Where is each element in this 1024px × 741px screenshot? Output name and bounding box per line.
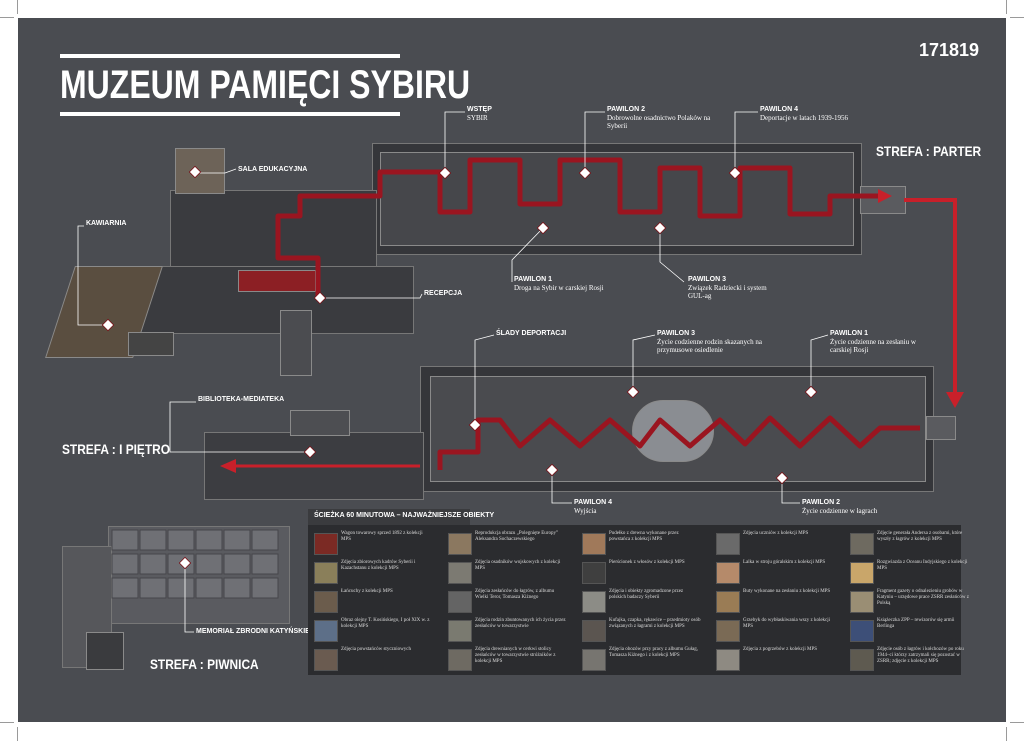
biblioteka-mediateka-room — [204, 432, 424, 500]
object-thumbnail — [314, 533, 338, 555]
object-thumbnail — [582, 620, 606, 642]
object-thumbnail — [582, 591, 606, 613]
legend-item: Zdjęcie generała Andersa z osobami, któr… — [844, 529, 972, 557]
crop-mark — [1006, 727, 1007, 741]
crop-mark — [1010, 17, 1024, 18]
object-thumbnail — [716, 562, 740, 584]
object-thumbnail — [850, 591, 874, 613]
pietro-entry-corridor — [926, 416, 956, 440]
object-thumbnail — [314, 562, 338, 584]
parter-office-block — [170, 190, 377, 268]
legend-item: Łańcuchy z kolekcji MPS — [308, 587, 436, 615]
legend-item: Zdjęcia i obiekty zgromadzone przez pols… — [576, 587, 704, 615]
legend-item: Zdjęcia drewnianych w cerkwi stolicy zes… — [442, 645, 570, 673]
object-thumbnail — [582, 533, 606, 555]
object-thumbnail — [448, 649, 472, 671]
label-memorial: MEMORIAŁ ZBRODNI KATYŃSKIEJ — [196, 628, 314, 635]
object-thumbnail — [716, 591, 740, 613]
label-recepcja: RECEPCJA — [424, 290, 463, 297]
crop-mark — [1010, 722, 1024, 723]
legend-item: Zdjęcia zesłańców do łagrów, z albumu Wi… — [442, 587, 570, 615]
object-thumbnail — [716, 533, 740, 555]
sala-edukacyjna-room — [175, 148, 225, 194]
object-thumbnail — [716, 620, 740, 642]
legend-item: Zdjęcia powstańców styczniowych — [308, 645, 436, 673]
object-thumbnail — [850, 620, 874, 642]
object-thumbnail — [448, 591, 472, 613]
parter-exit-corridor — [860, 186, 906, 214]
label-slady-deportacji: ŚLADY DEPORTACJI — [496, 330, 567, 337]
legend-item: Książeczka ZPP – rewizorów się armii Ber… — [844, 616, 972, 644]
legend-title: ŚCIEŻKA 60 MINUTOWA – NAJWAŻNIEJSZE OBIE… — [314, 512, 495, 519]
parter-service-room — [128, 332, 174, 356]
legend-item: Zdjęcia osadników wojskowych z kolekcji … — [442, 558, 570, 586]
page-title: MUZEUM PAMIĘCI SYBIRU — [60, 63, 471, 107]
legend-item: Zdjęcia zbiorowych kadrów Syberii i Kaza… — [308, 558, 436, 586]
legend-item: Lalka w stroju góralskim z kolekcji MPS — [710, 558, 838, 586]
biblioteka-annex — [290, 410, 350, 436]
crop-mark — [0, 17, 14, 18]
legend-item: Reprodukcja obrazu „Polegnięte Europy” A… — [442, 529, 570, 557]
legend-item: Zdjęcia uczniów z kolekcji MPS — [710, 529, 838, 557]
label-kawiarnia: KAWIARNIA — [86, 220, 127, 227]
legend-item: Zdjęcia obozów przy pracy z albumu Gułag… — [576, 645, 704, 673]
crop-mark — [17, 727, 18, 741]
legend-item: Buty wykonane na zesłaniu z kolekcji MPS — [710, 587, 838, 615]
legend-item: Zdjęcia rodzin zbuntowanych ich życia pr… — [442, 616, 570, 644]
poster-code: 171819 — [919, 40, 980, 60]
object-thumbnail — [582, 562, 606, 584]
parter-hall-interior — [380, 152, 854, 246]
crop-mark — [17, 0, 18, 14]
object-thumbnail — [850, 533, 874, 555]
piwnica-stair-room — [86, 632, 124, 670]
legend-item: Zdjęcie osób z łagrów i kołchozów po rok… — [844, 645, 972, 673]
title-rule-bottom — [60, 112, 400, 116]
legend-item: Fragment gazety o odnalezieniu grobów w … — [844, 587, 972, 615]
object-thumbnail — [850, 649, 874, 671]
label-sala-edukacyjna: SALA EDUKACYJNA — [238, 166, 308, 173]
object-thumbnail — [448, 620, 472, 642]
legend-item: Pierścionek z włosów z kolekcji MPS — [576, 558, 704, 586]
object-thumbnail — [850, 562, 874, 584]
legend-title-bar: ŚCIEŻKA 60 MINUTOWA – NAJWAŻNIEJSZE OBIE… — [308, 509, 494, 525]
object-thumbnail — [314, 620, 338, 642]
pietro-central-rotunda — [632, 400, 714, 462]
legend-panel: Wagon towarowy sprzed 1892 z kolekcji MP… — [308, 525, 969, 675]
object-thumbnail — [314, 649, 338, 671]
legend-item: Kufajka, czapka, rękawice – przedmioty o… — [576, 616, 704, 644]
recepcja-desk — [238, 270, 316, 292]
title-rule-top — [60, 54, 400, 58]
object-thumbnail — [314, 591, 338, 613]
legend-item: Zdjęcia z pogrzebów z kolekcji MPS — [710, 645, 838, 673]
legend-item: Grzebyk do wybłaskiwania wszy z kolekcji… — [710, 616, 838, 644]
crop-mark — [0, 722, 14, 723]
label-biblioteka: BIBLIOTEKA-MEDIATEKA — [198, 396, 285, 403]
object-thumbnail — [448, 533, 472, 555]
legend-item: Pudełko z drewna wykonane przez powstańc… — [576, 529, 704, 557]
object-thumbnail — [448, 562, 472, 584]
object-thumbnail — [582, 649, 606, 671]
zone-piwnica-label: STREFA : PIWNICA — [150, 656, 259, 672]
crop-mark — [1006, 0, 1007, 14]
zone-pietro-label: STREFA : I PIĘTRO — [62, 441, 170, 457]
piwnica-storage-grid — [108, 526, 290, 624]
legend-item: Rozgwiazda z Oceanu Indyjskiego z kolekc… — [844, 558, 972, 586]
legend-item: Wagon towarowy sprzed 1892 z kolekcji MP… — [308, 529, 436, 557]
legend-item: Obraz olejny T. Kosińskiego, I poł XIX w… — [308, 616, 436, 644]
zone-parter-label: STREFA : PARTER — [876, 143, 982, 159]
parter-staircase — [280, 310, 312, 376]
object-thumbnail — [716, 649, 740, 671]
